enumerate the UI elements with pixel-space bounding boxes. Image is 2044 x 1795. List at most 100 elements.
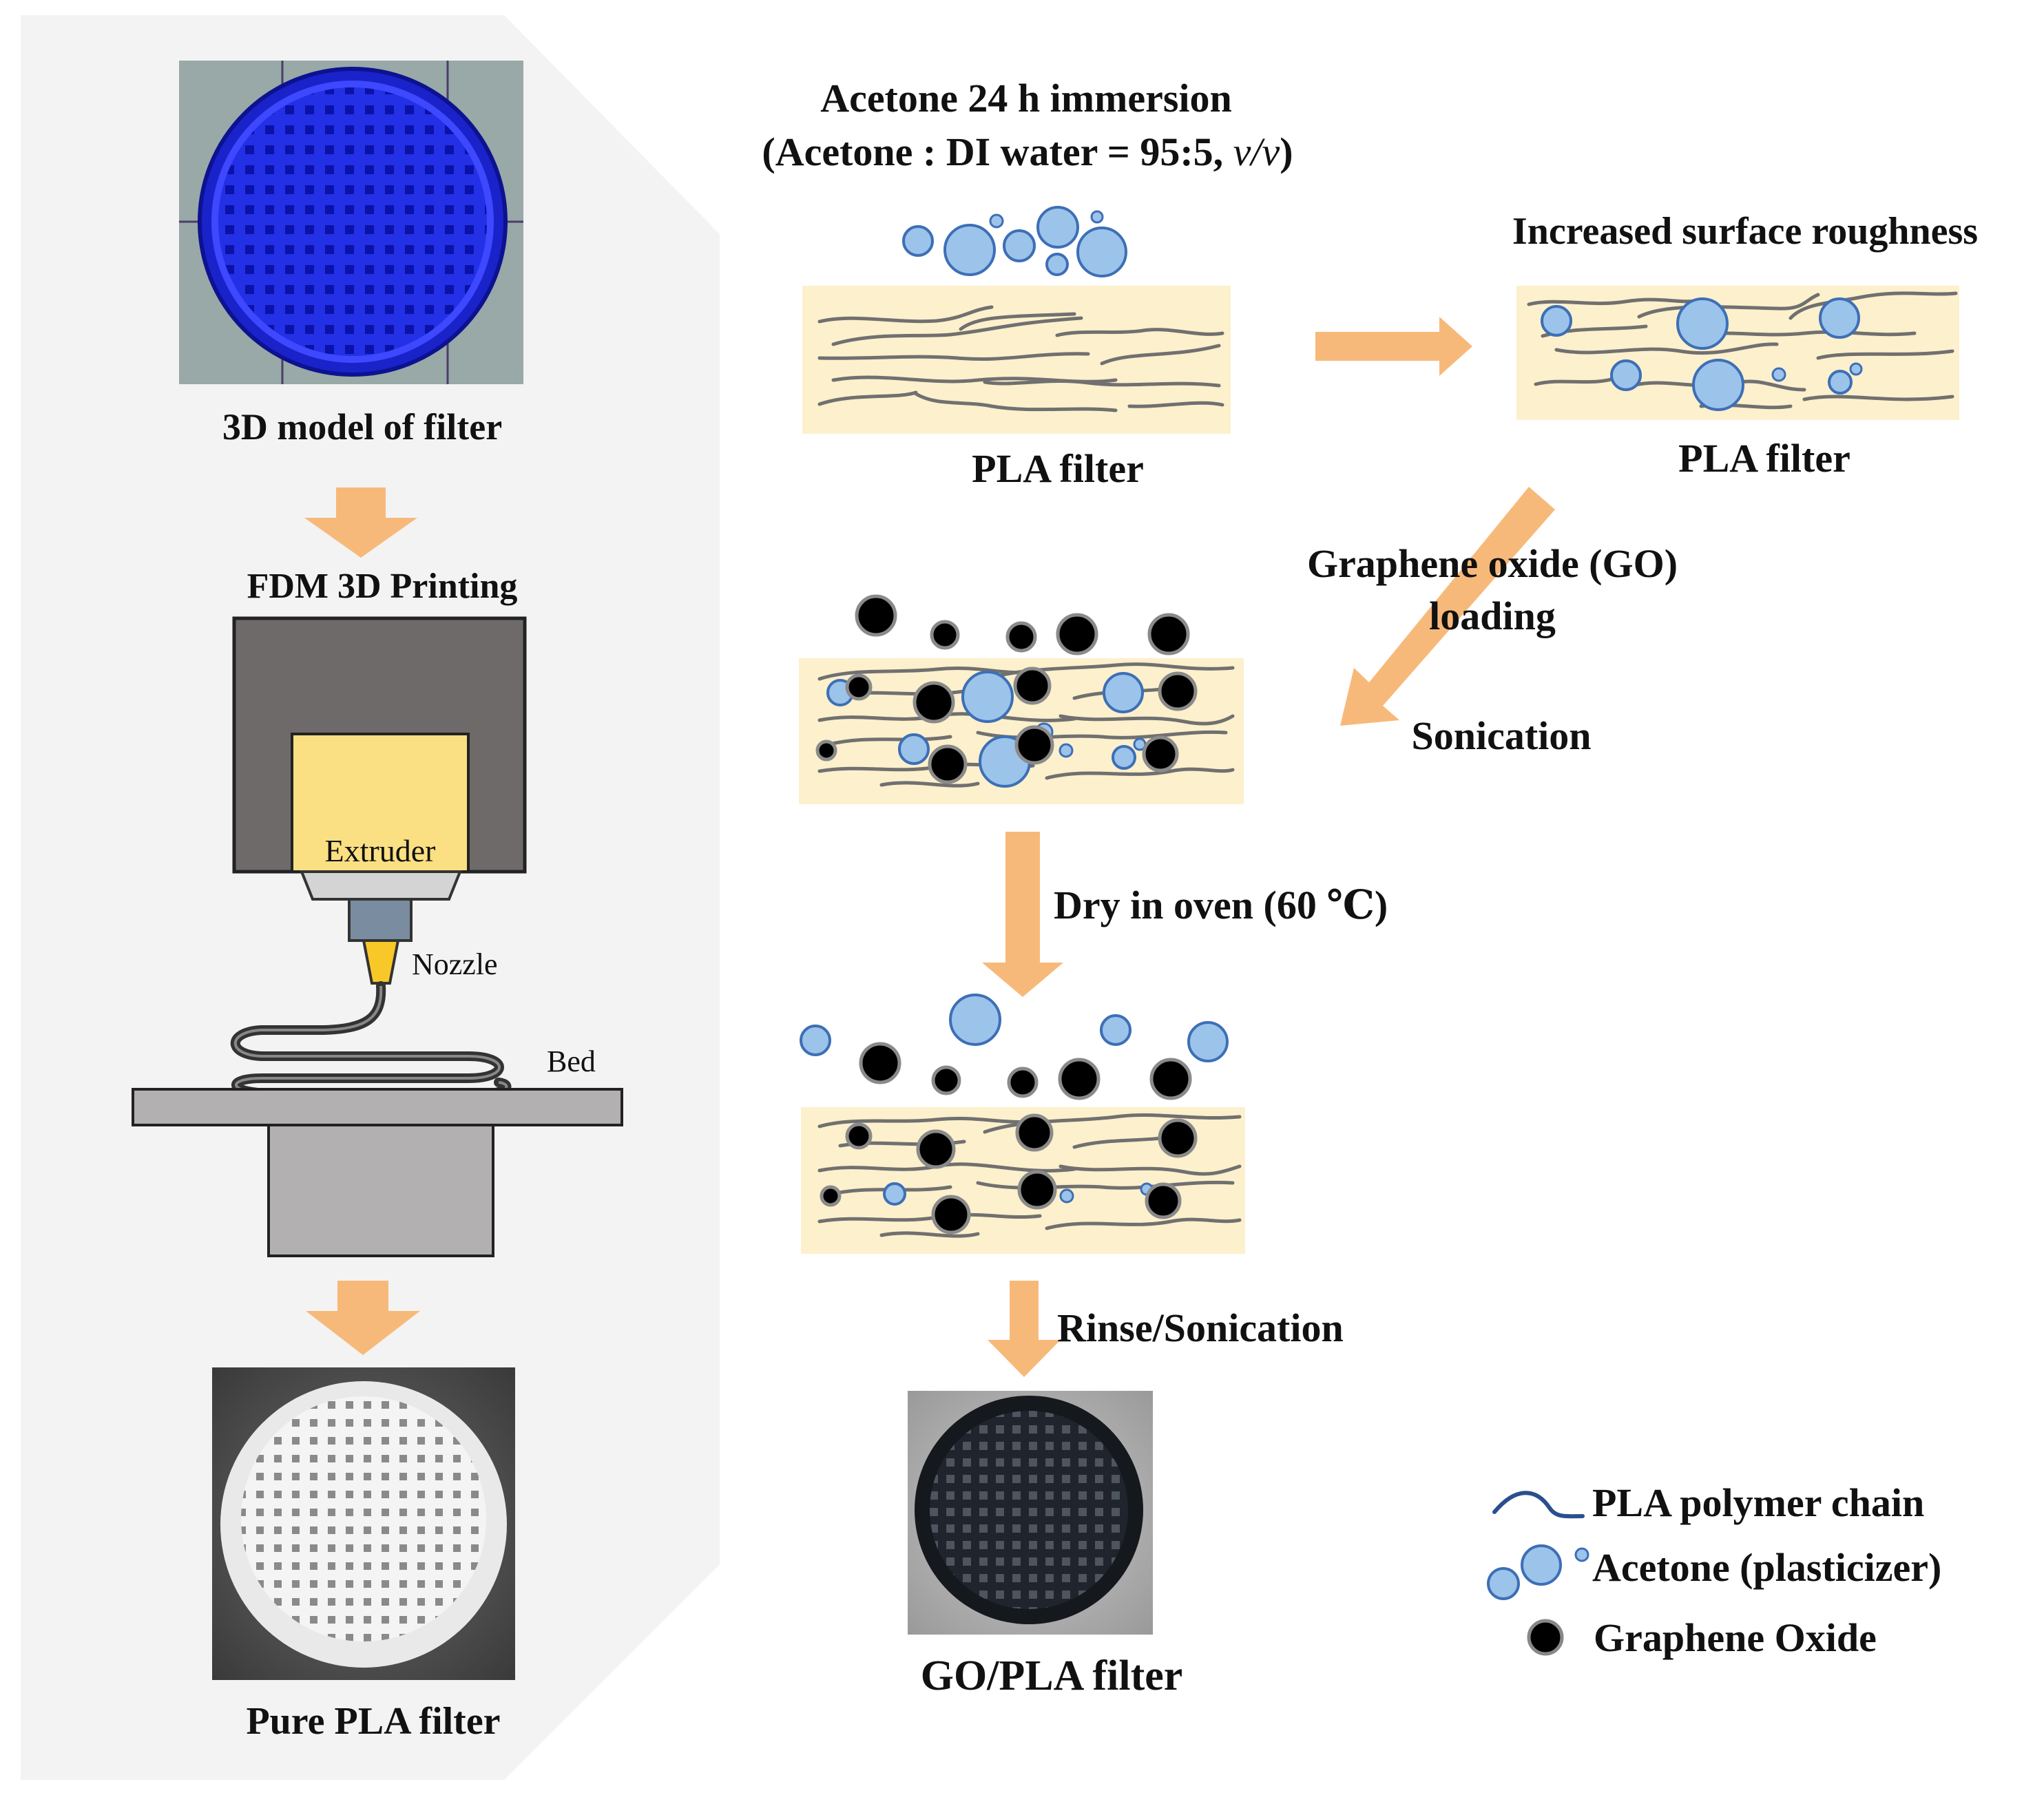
- go-loading-label-1: Graphene oxide (GO): [1307, 541, 1678, 586]
- down-arrow-4: [988, 1281, 1061, 1377]
- polymer-chain: [914, 392, 1118, 412]
- printing-label: FDM 3D Printing: [247, 567, 518, 606]
- acetone-bubble: [902, 225, 934, 257]
- acetone-bubble: [1100, 1014, 1132, 1046]
- graphene-oxide-particle: [845, 673, 873, 701]
- acetone-bubble: [1059, 1188, 1074, 1204]
- graphene-oxide-particle: [1158, 671, 1198, 711]
- nozzle-label: Nozzle: [412, 947, 498, 981]
- acetone-bubble: [1076, 227, 1127, 277]
- polymer-chain: [1788, 291, 1958, 320]
- polymer-chain: [879, 781, 980, 788]
- bed-label: Bed: [547, 1045, 596, 1078]
- graphene-oxide-particle: [931, 1065, 961, 1095]
- acetone-bubble: [1828, 370, 1853, 395]
- legend-chain-icon: [1492, 1491, 1585, 1519]
- pla-matrix-1: [802, 206, 1231, 434]
- acetone-bubble: [1090, 210, 1104, 224]
- polymer-chain: [1127, 401, 1224, 408]
- legend-acetone-icon: [1487, 1544, 1589, 1600]
- legend-go-icon: [1527, 1619, 1564, 1656]
- pla-matrix-3: [799, 594, 1244, 804]
- polymer-chain: [1699, 330, 1917, 337]
- acetone-bubble: [800, 1025, 831, 1056]
- graphene-oxide-particle: [1149, 1058, 1192, 1100]
- acetone-bubble: [1541, 305, 1572, 337]
- acetone-bubble: [961, 671, 1014, 723]
- polymer-chain: [817, 305, 994, 324]
- pla-matrix-2: [1516, 286, 1959, 420]
- pure-filter-label: Pure PLA filter: [246, 1700, 500, 1743]
- down-arrow-1: [304, 487, 417, 558]
- graphene-oxide-particle: [1056, 613, 1098, 655]
- polymer-chain: [983, 379, 1221, 388]
- graphene-oxide-particle: [1017, 1170, 1057, 1210]
- graphene-oxide-particle: [815, 739, 837, 762]
- acetone-bubble: [1849, 362, 1863, 376]
- bed-stand: [267, 1124, 494, 1257]
- graphene-oxide-particle: [855, 594, 897, 637]
- graphene-oxide-particle: [859, 1042, 901, 1084]
- polymer-chain: [824, 735, 952, 747]
- polymer-chain: [1045, 767, 1235, 780]
- polymer-chain: [976, 1180, 1235, 1190]
- polymer-chain: [1045, 1217, 1242, 1230]
- polymer-chain: [1527, 297, 1703, 306]
- model-label: 3D model of filter: [222, 406, 502, 448]
- graphene-oxide-particle: [930, 620, 960, 650]
- acetone-bubble: [898, 733, 930, 765]
- fdm-printer-illustration: [132, 616, 623, 1257]
- graphene-oxide-particle: [1007, 1067, 1039, 1098]
- graphene-oxide-particle: [1145, 1182, 1182, 1219]
- roughness-label: Increased surface roughness: [1512, 210, 1978, 253]
- acetone-bubble: [1610, 359, 1642, 391]
- polymer-chain: [1058, 714, 1235, 726]
- graphene-oxide-particle: [1147, 613, 1190, 655]
- down-arrow-3: [982, 832, 1063, 997]
- acetone-bubble: [943, 224, 996, 276]
- polymer-chain: [1637, 293, 1820, 319]
- final-filter-label: GO/PLA filter: [921, 1652, 1183, 1699]
- legend-go-label: Graphene Oxide: [1594, 1615, 1877, 1660]
- graphene-oxide-particle: [820, 1185, 842, 1207]
- polymer-chain: [1554, 342, 1779, 355]
- print-bed: [132, 1088, 623, 1126]
- polymer-chain: [976, 662, 1235, 684]
- polymer-chain: [1055, 328, 1224, 337]
- legend-acetone-label: Acetone (plasticizer): [1592, 1545, 1941, 1590]
- polymer-chain: [831, 316, 1083, 346]
- pla-filter-label-2: PLA filter: [1678, 436, 1850, 481]
- nozzle-tip: [362, 939, 400, 985]
- acetone-bubble: [1103, 672, 1144, 713]
- polymer-chain: [817, 666, 1035, 681]
- pure-pla-filter-photo: [212, 1367, 515, 1680]
- graphene-oxide-particle: [1013, 666, 1052, 705]
- graphene-oxide-particle: [912, 681, 955, 724]
- acetone-bubble: [883, 1182, 906, 1206]
- polymer-chain: [976, 730, 1228, 739]
- go-loading-label-2: loading: [1429, 594, 1556, 638]
- acetone-bubble: [1003, 229, 1036, 262]
- pla-filter-label-1: PLA filter: [972, 446, 1144, 491]
- legend: PLA polymer chain Acetone (plasticizer) …: [1487, 1480, 1941, 1660]
- polymer-chain: [1058, 1164, 1242, 1176]
- graphene-oxide-particle: [1005, 621, 1037, 653]
- acetone-bubble: [1771, 367, 1786, 382]
- graphene-oxide-particle: [845, 1122, 873, 1150]
- dry-oven-label: Dry in oven (60 ℃): [1054, 883, 1388, 927]
- graphene-oxide-particle: [1014, 725, 1054, 765]
- polymer-chain: [879, 1231, 980, 1238]
- extruder-block: [291, 733, 470, 873]
- graphene-oxide-particle: [1158, 1118, 1198, 1158]
- extruder-label: Extruder: [325, 833, 436, 868]
- rinse-label: Rinse/Sonication: [1057, 1305, 1344, 1350]
- acetone-bubble: [1036, 206, 1079, 249]
- filter-3d-model-image: [179, 61, 523, 384]
- polymer-chain: [1100, 344, 1221, 366]
- graphene-oxide-particle: [1015, 1113, 1054, 1152]
- graphene-oxide-particle: [916, 1129, 956, 1169]
- acetone-bubble: [1819, 297, 1860, 339]
- polymer-chain: [1534, 375, 1620, 386]
- polymer-chain: [817, 390, 918, 406]
